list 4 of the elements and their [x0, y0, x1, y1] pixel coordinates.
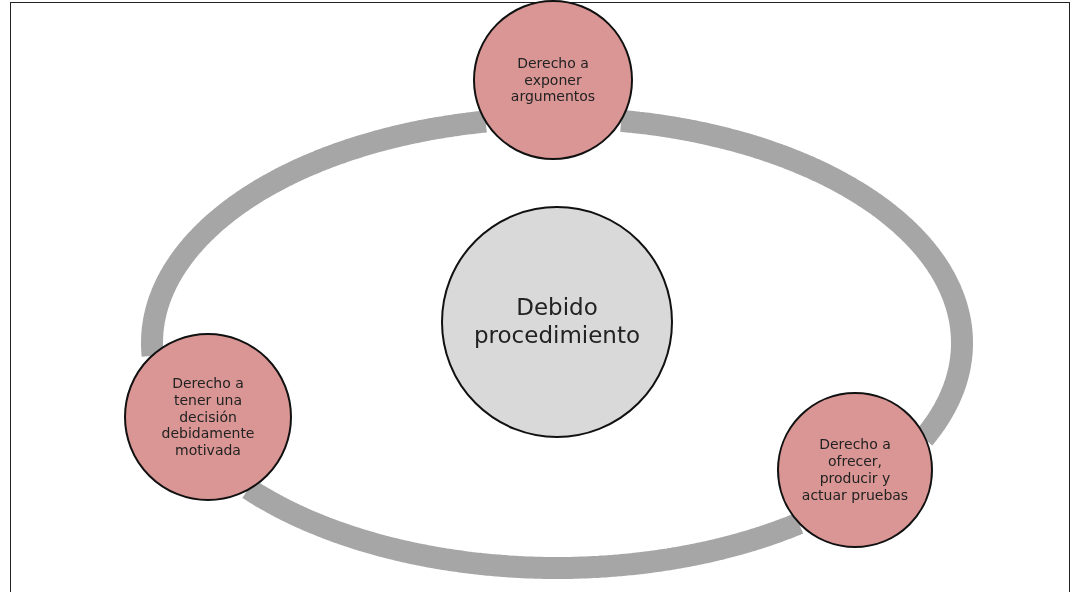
node-label: Debido procedimiento — [473, 294, 641, 350]
node-label: Derecho a tener una decisión debidamente motivada — [160, 375, 256, 459]
node-label: Derecho a exponer argumentos — [509, 54, 597, 106]
node-label: Derecho a ofrecer, producir y actuar pruebas — [800, 436, 910, 504]
